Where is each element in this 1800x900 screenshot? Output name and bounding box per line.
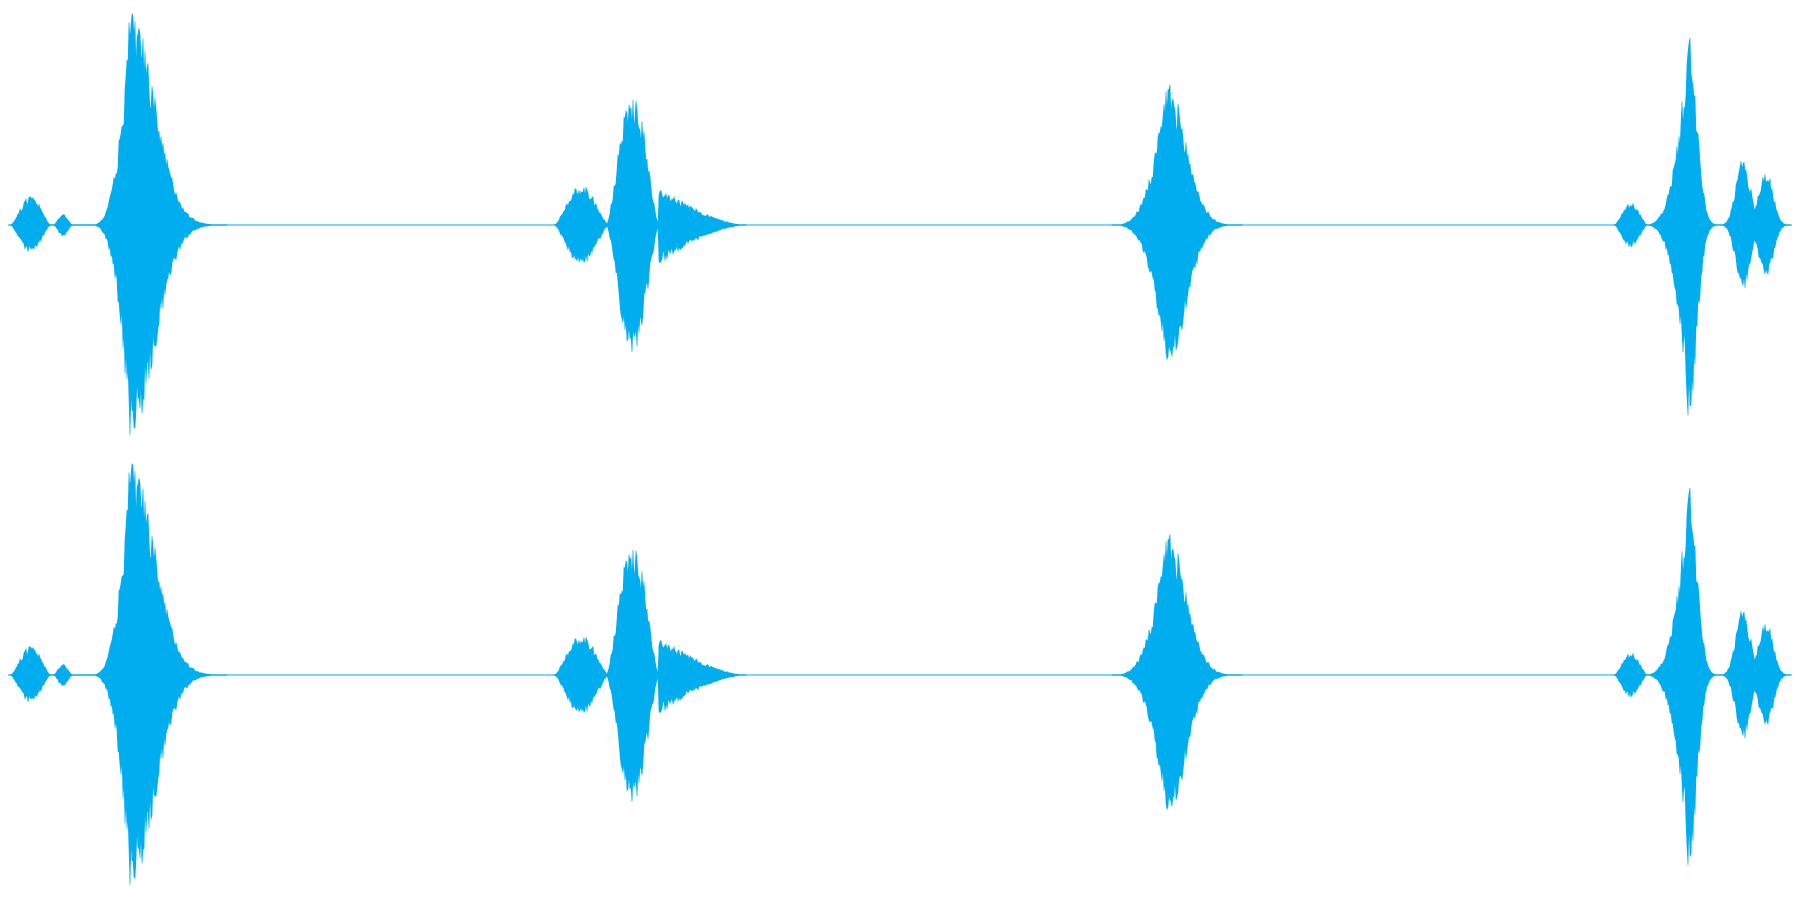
channel-1-burst-3 (1111, 84, 1243, 361)
channel-2 (8, 463, 1792, 885)
channel-2-burst-4 (1613, 487, 1791, 866)
channel-1-burst-4 (1613, 37, 1791, 416)
channel-2-burst-2 (553, 549, 747, 802)
channel-1-burst-2 (553, 99, 747, 352)
channel-1-burst-1 (9, 13, 228, 435)
channel-1 (8, 13, 1792, 435)
channel-2-burst-1 (9, 463, 228, 885)
channel-2-burst-3 (1111, 534, 1243, 811)
